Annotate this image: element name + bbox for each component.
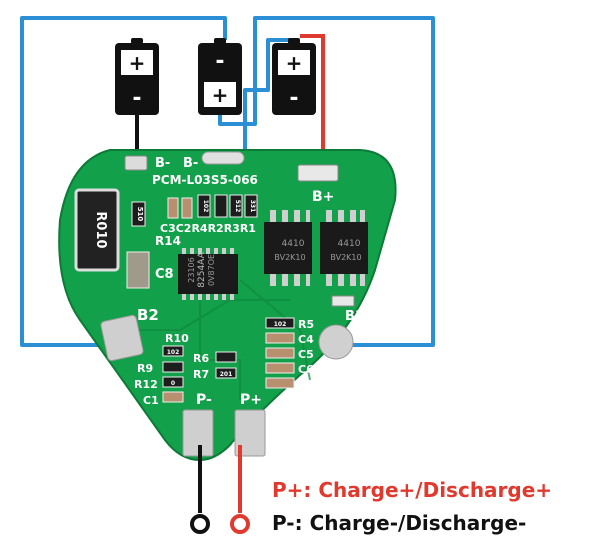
pad-b2-label: B2	[137, 306, 159, 324]
battery-2: - +	[198, 38, 242, 115]
ic-main: 8254AA 0V87OE 23106	[178, 248, 238, 300]
smd-331-top: 331	[249, 200, 256, 213]
blue-wires	[20, 16, 435, 347]
ref-r7: R7	[193, 368, 209, 381]
ref-c4: C4	[298, 333, 314, 346]
pad-b1	[318, 324, 354, 360]
pad-p-minus-label: P-	[196, 392, 212, 408]
wire-b1-loop	[218, 16, 435, 347]
wire-b-plus-red	[300, 34, 325, 170]
pad-b2	[100, 314, 144, 362]
shunt-resistor	[74, 188, 120, 272]
ref-r10: R10	[165, 332, 189, 345]
pad-p-plus-label: P+	[240, 392, 262, 408]
battery-2-bottom-sign: +	[212, 83, 229, 107]
ref-c6: C6	[298, 363, 314, 376]
ref-r5: R5	[298, 318, 314, 331]
battery-1-bottom-sign: -	[132, 86, 141, 111]
ic-main-label: 8254AA	[197, 251, 207, 287]
pad-b-label: B-	[183, 156, 198, 171]
battery-1-top-sign: +	[129, 51, 146, 75]
smd-201-mid: 201	[220, 371, 233, 378]
right-smd-stack	[265, 317, 295, 389]
smd-mid-2	[215, 367, 237, 379]
r14-label: R14	[155, 234, 181, 248]
smd-mid-1	[215, 351, 237, 363]
battery-3-bottom-sign: -	[289, 86, 298, 111]
ref-c1: C1	[143, 394, 159, 407]
smd-102-left: 102	[167, 349, 180, 356]
pad-b-plus-tab	[297, 164, 339, 182]
ref-c7: C7	[298, 378, 314, 391]
pcb-board: B- B- B+ PCM-L03S5-066 R010 510 R14 C8 1…	[58, 149, 397, 462]
pad-p-plus	[234, 409, 266, 457]
wire-b2-loop	[20, 16, 227, 347]
ref-r12: R12	[134, 378, 158, 391]
ic-main-sub-label: 0V87OE	[207, 254, 216, 286]
legend-p-plus: P+: Charge+/Discharge+	[272, 478, 553, 502]
smd-102-top: 102	[202, 200, 209, 213]
top-smd-row	[167, 194, 258, 219]
left-smd-stack	[162, 345, 184, 403]
battery-3: + -	[272, 38, 316, 115]
mosfet-2: 4410 BV2K10	[320, 210, 368, 286]
c8-label: C8	[155, 267, 174, 282]
resistor-510-label: 510	[136, 207, 144, 222]
battery-1: + -	[115, 38, 159, 115]
ref-c5: C5	[298, 348, 314, 361]
terminal-p-plus	[230, 514, 250, 534]
b1-connector	[331, 295, 355, 307]
legend-p-minus: P-: Charge-/Discharge-	[272, 511, 527, 535]
smd-0-left: 0	[171, 380, 175, 387]
pad-b1-label: B1	[345, 309, 364, 324]
ref-r9: R9	[137, 362, 153, 375]
ref-r6: R6	[193, 352, 209, 365]
mosfet-1: 4410 BV2K10	[264, 210, 312, 286]
cap-component	[126, 251, 150, 289]
ic-main-id-label: 23106	[187, 257, 196, 282]
battery-3-top-sign: +	[286, 51, 303, 75]
mosfet-2-code: 4410	[338, 239, 361, 249]
mosfet-2-sub: BV2K10	[330, 253, 361, 262]
mosfet-1-sub: BV2K10	[274, 253, 305, 262]
pad-b-tab	[201, 151, 245, 165]
mosfet-1-code: 4410	[282, 239, 305, 249]
wire-b-minus	[243, 38, 290, 158]
shunt-resistor-label: R010	[93, 211, 108, 248]
pad-b-minus-label: B-	[155, 156, 170, 171]
smd-512-top: 512	[234, 200, 241, 213]
board-model-label: PCM-L03S5-066	[152, 173, 258, 187]
pad-b-plus-label: B+	[312, 189, 334, 205]
smd-102-right: 102	[274, 321, 287, 328]
resistor-510	[131, 201, 146, 227]
pad-b-minus-tab	[124, 155, 148, 171]
terminal-p-minus	[190, 514, 210, 534]
battery-2-top-sign: -	[215, 49, 224, 74]
top-refs-label: C3C2R4R2R3R1	[160, 222, 256, 235]
